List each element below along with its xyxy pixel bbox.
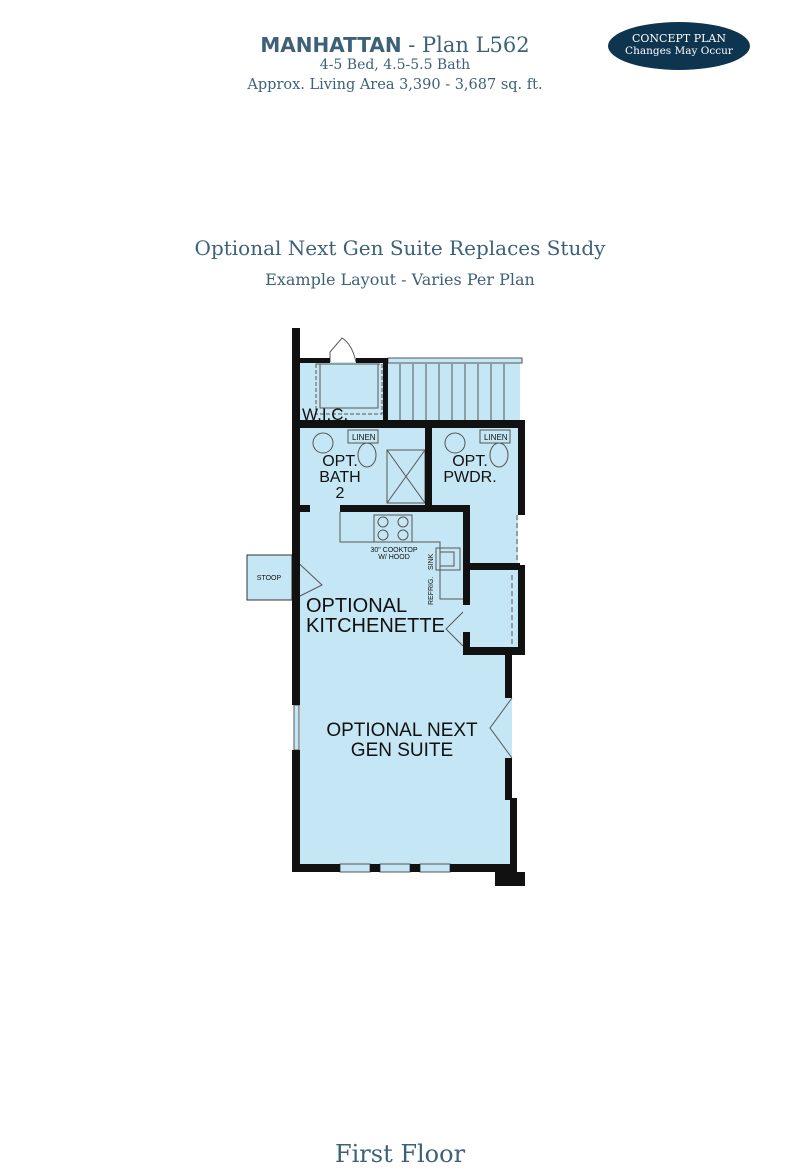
kitchenette-label: OPTIONAL [306, 595, 407, 617]
caption-title: Optional Next Gen Suite Replaces Study [194, 236, 606, 260]
wic-label: W.I.C. [302, 405, 348, 424]
plan-title: MANHATTAN - Plan L562 [200, 33, 590, 57]
linen-label: LINEN [484, 433, 508, 442]
plan-number: - Plan L562 [401, 33, 530, 57]
room-fills [246, 362, 520, 868]
suite-label: OPTIONAL NEXT [326, 720, 478, 741]
living-area: Approx. Living Area 3,390 - 3,687 sq. ft… [247, 77, 543, 93]
bath-label: 2 [336, 485, 345, 502]
bath-label: BATH [319, 469, 360, 486]
suite-label: GEN SUITE [351, 740, 453, 761]
powder-room-label: PWDR. [443, 469, 496, 486]
cooktop-label: W/ HOOD [378, 554, 410, 561]
walls [292, 328, 525, 886]
model-name: MANHATTAN [260, 33, 402, 57]
kitchenette-label: KITCHENETTE [306, 615, 445, 637]
caption-subtitle: Example Layout - Varies Per Plan [265, 270, 535, 289]
floor-label: First Floor [334, 1140, 466, 1168]
refrigerator-label: REFRIG. [428, 577, 435, 605]
badge-line2: Changes May Occur [625, 45, 733, 57]
beds-baths: 4-5 Bed, 4.5-5.5 Bath [319, 57, 471, 73]
cooktop-label: 30" COOKTOP [370, 547, 417, 554]
stairs [388, 362, 520, 422]
badge-line1: CONCEPT PLAN [631, 32, 726, 45]
stoop-label: STOOP [257, 575, 282, 582]
powder-room-label: OPT. [452, 453, 488, 470]
concept-plan-badge: CONCEPT PLAN Changes May Occur [608, 22, 750, 70]
sink-label: SINK [428, 553, 435, 570]
fixtures [291, 337, 523, 873]
linen-label: LINEN [352, 433, 376, 442]
bath-label: OPT. [322, 453, 358, 470]
